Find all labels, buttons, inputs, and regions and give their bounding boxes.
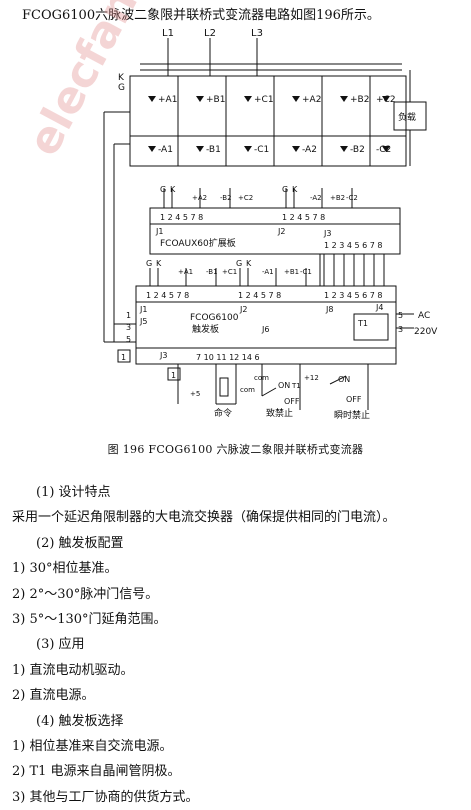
transformer-label: T1 [357,319,368,328]
thyristor-label: -C2 [376,145,391,155]
list-item: 3) 5°～130°门延角范围。 [12,611,167,627]
pin-row: 1 2 4 5 7 8 [238,291,281,300]
figure-caption: 图 196 FCOG6100 六脉波二象限并联桥式变流器 [107,443,364,456]
gate-label: K [246,259,252,268]
terminal-label: +12 [304,374,319,382]
gate-label: K [118,73,125,83]
body-text: (1) 设计特点 采用一个延迟角限制器的大电流交换器（确保提供相同的门电流）。 … [12,480,467,810]
list-item: 2) 2°～30°脉冲门信号。 [12,586,159,602]
list-item: 2) 直流电源。 [12,688,95,704]
board-name: FCOG6100 [190,313,239,323]
connector-label: +C2 [238,194,253,202]
pin-number: 3 [126,323,131,332]
list-item: 2) T1 电源来自晶闸管阴极。 [12,764,181,780]
section-heading: (1) 设计特点 [36,485,111,500]
thyristor-label: -C1 [254,145,269,155]
circuit-diagram: L1 L2 L3 K G +A1 +B1 +C1 +A2 +B2 +C2 -A1… [103,28,438,421]
connector-label: -B2 [220,194,232,202]
gate-label: G [118,83,125,93]
gate-label: G [282,185,288,194]
connector-label: +B2 [330,194,345,202]
list-item: 3) 其他与工厂协商的供货方式。 [12,789,199,805]
pin-number: 3 [398,325,403,334]
gate-label: K [170,185,176,194]
thyristor-label: +A1 [158,95,177,105]
intro-text: FCOG6100六脉波二象限并联桥式变流器电路如图196所示。 [22,8,380,23]
connector-id: J1 [155,227,163,236]
thyristor-label: +C1 [254,95,274,105]
thyristor-label: -A1 [158,145,173,155]
connector-id: J4 [375,303,383,312]
connector-label: -C2 [346,194,358,202]
switch-off-label: OFF [346,395,362,404]
board-name: FCOAUX60扩展板 [160,237,236,249]
terminal-label: com [240,386,255,394]
connector-label: +A1 [178,268,193,276]
connector-id: J2 [277,227,285,236]
board-subtitle: 触发板 [192,323,219,335]
pin-row: 1 2 3 4 5 6 7 8 [324,291,383,300]
pin-row: 1 2 4 5 7 8 [282,213,325,222]
command-label: 命令 [214,407,232,419]
line-label: L3 [251,28,263,39]
connector-label: +C1 [222,268,237,276]
terminal-label: T1 [291,382,301,390]
connector-label: -A1 [262,268,274,276]
terminal-label: com [254,374,269,382]
line-label: L2 [204,28,216,39]
body-paragraph: 采用一个延迟角限制器的大电流交换器（确保提供相同的门电流）。 [12,510,396,526]
pin-number: 5 [126,335,131,344]
pin-number: 1 [126,311,131,320]
thyristor-label: -A2 [302,145,317,155]
section-heading: (2) 触发板配置 [36,535,124,551]
connector-id: J3 [159,351,167,360]
load-label: 负载 [398,111,416,123]
section-heading: (3) 应用 [36,637,85,653]
connector-id: J8 [325,305,333,314]
voltage-label: 220V [414,327,438,337]
connector-id: J3 [323,229,331,238]
connector-id: J6 [261,325,269,334]
line-label: L1 [162,28,174,39]
gate-label: G [160,185,166,194]
list-item: 1) 直流电动机驱动。 [12,662,134,678]
list-item: 1) 相位基准来自交流电源。 [12,738,173,754]
connector-id: J5 [139,317,147,326]
switch-on-label: ON [338,375,350,384]
pin-number: 5 [398,311,403,320]
thyristor-label: +B1 [206,95,225,105]
connector-label: -C1 [300,268,312,276]
connector-id: J1 [139,305,147,314]
instant-stop-label: 瞬时禁止 [334,409,370,421]
connector-label: +B1 [284,268,299,276]
connector-label: -A2 [310,194,322,202]
connector-label: -B1 [206,268,218,276]
thyristor-label: +B2 [350,95,369,105]
ac-label: AC [418,311,430,321]
gate-label: G [236,259,242,268]
thyristor-label: -B2 [350,145,365,155]
left-box-label: 1 [121,353,126,362]
terminal-label: +5 [190,390,200,398]
gate-label: K [156,259,162,268]
pin-row: 1 2 3 4 5 6 7 8 [324,241,383,250]
pin-row: 1 2 4 5 7 8 [146,291,189,300]
thyristor-label: +C2 [376,95,396,105]
pin-number: 1 [171,371,176,380]
thyristor-label: -B1 [206,145,221,155]
switch-off-label: OFF [284,397,300,406]
pin-row: 7 10 11 12 14 6 [196,353,260,362]
thyristor-label: +A2 [302,95,321,105]
list-item: 1) 30°相位基准。 [12,561,118,577]
pin-row: 1 2 4 5 7 8 [160,213,203,222]
connector-label: +A2 [192,194,207,202]
switch-on-label: ON [278,381,290,390]
connector-id: J2 [239,305,247,314]
gate-label: K [292,185,298,194]
section-heading: (4) 触发板选择 [36,713,124,729]
inhibit-label: 致禁止 [266,407,293,419]
gate-label: G [146,259,152,268]
